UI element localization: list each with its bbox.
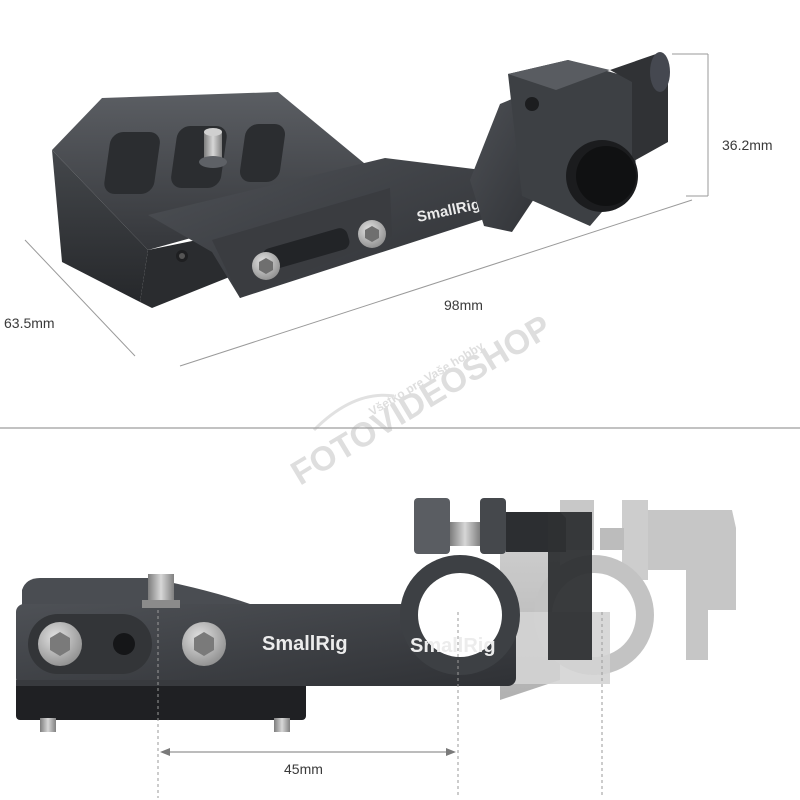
watermark: FOTOVIDEOSHOP Všetko pre Vaše hobby [285,308,558,493]
brand-logo-side-1: SmallRig [262,633,348,655]
dimension-height: 36.2mm [722,137,773,153]
mount-screw-side [142,574,180,608]
dimension-travel: 45mm [284,761,323,777]
dimension-arrow-travel [160,748,456,756]
dimension-length: 98mm [444,297,483,313]
arm-screw-top-right [358,220,386,248]
top-view: SmallRig 36.2mm 63.5mm 98mm [4,52,773,367]
watermark-name: FOTOVIDEOSHOP [285,308,558,493]
mount-screw-top [199,128,227,168]
arm-screw-side [182,622,226,666]
watermark-swoosh-icon [312,393,395,432]
brand-logo-side-2: SmallRig [410,635,496,657]
reference-lines [157,610,603,798]
side-view: SmallRig SmallRig 45mm [16,498,736,798]
dimension-lines-top [24,53,709,367]
dimension-width: 63.5mm [4,315,55,331]
plate-screw-side [38,622,82,666]
arm-screw-top-left [252,252,280,280]
